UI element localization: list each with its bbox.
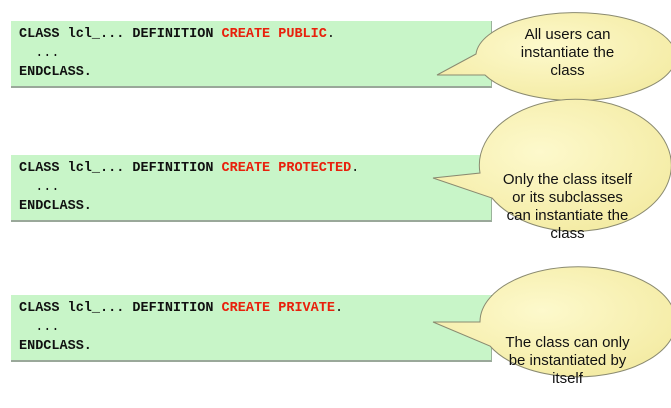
note-line: be instantiated by <box>508 352 627 369</box>
code-line: ... <box>19 180 60 195</box>
note-line: instantiate the <box>520 44 615 61</box>
code-text: . <box>334 301 344 316</box>
note-line: or its subclasses <box>512 189 623 206</box>
note-line: class <box>550 225 585 242</box>
code-block-private: CLASS lcl_... DEFINITION CREATE PRIVATE.… <box>11 295 492 362</box>
code-block-protected: CLASS lcl_... DEFINITION CREATE PROTECTE… <box>11 155 492 222</box>
note-protected: Only the class itself or its subclasses … <box>480 171 655 243</box>
code-line: ... <box>19 320 60 335</box>
code-line: ENDCLASS. <box>19 339 92 354</box>
note-line: All users can <box>524 26 611 43</box>
code-line: ... <box>19 46 60 61</box>
code-line: CLASS lcl_... DEFINITION CREATE PUBLIC. <box>19 25 491 44</box>
code-block-public: CLASS lcl_... DEFINITION CREATE PUBLIC. … <box>11 21 492 88</box>
code-line: ENDCLASS. <box>19 65 92 80</box>
code-text: CLASS lcl_... DEFINITION <box>19 161 222 176</box>
code-line: CLASS lcl_... DEFINITION CREATE PROTECTE… <box>19 159 491 178</box>
note-public: All users can instantiate the class <box>480 26 655 80</box>
speech-bubble-protected <box>432 98 671 232</box>
speech-bubble-public <box>436 12 671 102</box>
code-text: . <box>326 27 335 42</box>
keyword-create-public: CREATE PUBLIC <box>221 27 327 42</box>
note-line: Only the class itself <box>502 171 633 188</box>
keyword-create-protected: CREATE PROTECTED <box>221 161 352 176</box>
code-text: CLASS lcl_... DEFINITION <box>19 27 222 42</box>
code-line: ENDCLASS. <box>19 199 92 214</box>
note-line: itself <box>552 370 583 387</box>
keyword-create-private: CREATE PRIVATE <box>221 301 335 316</box>
note-line: The class can only <box>505 334 630 351</box>
code-line: CLASS lcl_... DEFINITION CREATE PRIVATE. <box>19 299 491 318</box>
note-private: The class can only be instantiated by it… <box>480 334 655 388</box>
code-text: CLASS lcl_... DEFINITION <box>19 301 222 316</box>
note-line: class <box>550 62 585 79</box>
code-text: . <box>351 161 360 176</box>
note-line: can instantiate the <box>506 207 629 224</box>
speech-bubble-private <box>432 266 671 378</box>
